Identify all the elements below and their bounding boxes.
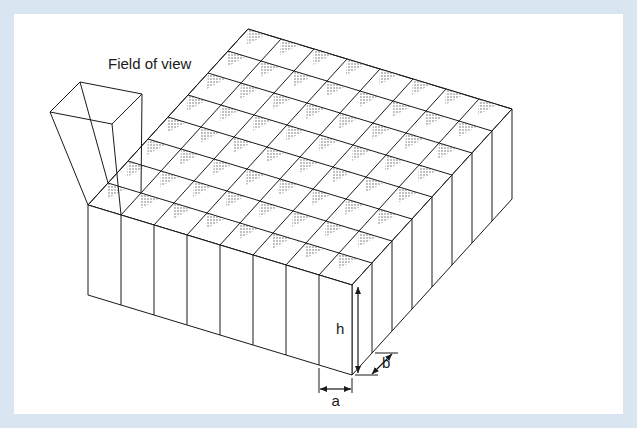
extension-line bbox=[319, 368, 320, 393]
fov-label: Field of view bbox=[108, 56, 191, 73]
septum-edge bbox=[472, 153, 473, 243]
extension-line bbox=[355, 375, 378, 376]
front-face bbox=[88, 205, 352, 375]
extension-line bbox=[375, 353, 398, 354]
septum-edge bbox=[372, 263, 373, 353]
extension-line bbox=[352, 378, 353, 393]
septum-line bbox=[253, 79, 413, 255]
dimension-label: a bbox=[332, 393, 340, 410]
septum-edge bbox=[286, 265, 287, 355]
dimension-label: b bbox=[382, 355, 390, 372]
septum-edge bbox=[492, 131, 493, 221]
fov-edge bbox=[80, 82, 108, 183]
fov-top bbox=[50, 82, 142, 124]
fov-edge bbox=[141, 94, 142, 193]
dimension-arrow bbox=[357, 287, 358, 373]
right-face bbox=[352, 109, 512, 375]
fov-edge bbox=[112, 124, 121, 215]
septum-edge bbox=[121, 215, 122, 305]
septum-edge bbox=[319, 275, 320, 365]
fov-edge bbox=[50, 112, 88, 205]
dimension-arrow bbox=[320, 388, 351, 389]
septum-edge bbox=[220, 245, 221, 335]
septum-edge bbox=[253, 255, 254, 345]
septum-edge bbox=[432, 197, 433, 287]
cell-grid bbox=[50, 29, 512, 393]
dimension-label: h bbox=[336, 321, 344, 338]
septum-edge bbox=[154, 225, 155, 315]
dimension-arrow bbox=[372, 354, 392, 374]
septum-edge bbox=[452, 175, 453, 265]
septum-edge bbox=[392, 241, 393, 331]
septum-edge bbox=[187, 235, 188, 325]
septum-edge bbox=[412, 219, 413, 309]
septum-line bbox=[248, 29, 512, 109]
